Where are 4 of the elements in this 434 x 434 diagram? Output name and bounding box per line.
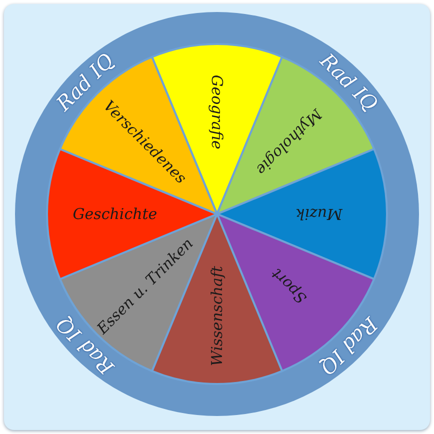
segment-label: Geschichte <box>72 204 158 223</box>
segment-label: Wissenschaft <box>208 266 226 366</box>
segment-label: Geografie <box>208 74 226 150</box>
segment-label: Muzik <box>296 204 342 223</box>
